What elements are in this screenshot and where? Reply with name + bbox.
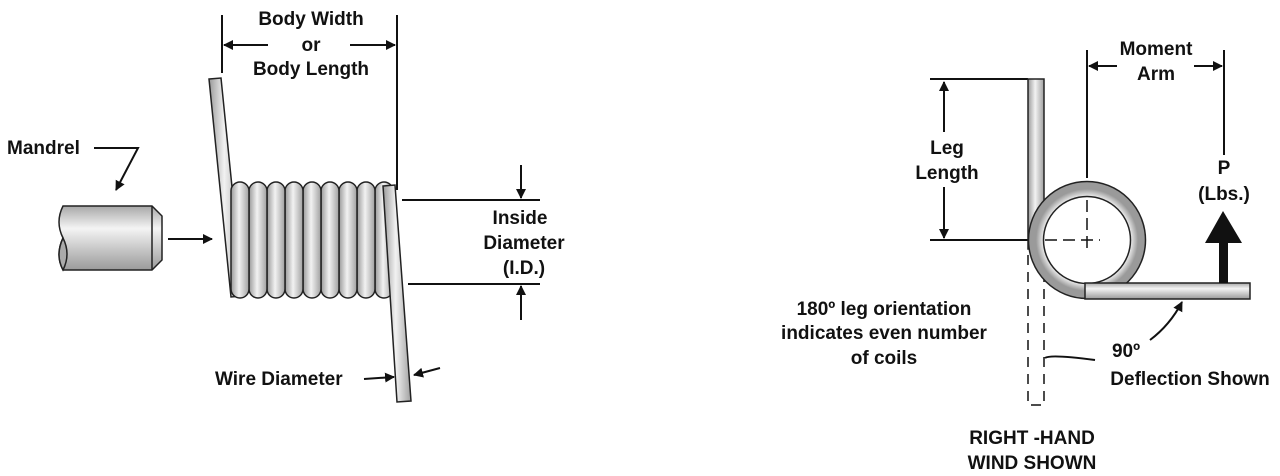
spring-coils: [208, 77, 412, 403]
mandrel-leader: [94, 147, 140, 191]
load-units-label: (Lbs.): [1198, 184, 1250, 205]
deflection-angle-label: 90º: [1112, 341, 1140, 362]
deflected-leg-outline: [1027, 250, 1045, 406]
load-arrow-icon: [1205, 211, 1242, 283]
deflection-shown-label: Deflection Shown: [1110, 369, 1269, 390]
coil-turn: [284, 181, 304, 299]
diameter-label: Diameter: [483, 233, 565, 254]
leg-orientation-line1: 180º leg orientation: [797, 299, 972, 320]
leg-label: Leg: [930, 138, 964, 159]
body-length-label: Body Length: [253, 59, 369, 80]
deflection-leader-right: [1149, 301, 1183, 341]
arm-label: Arm: [1137, 64, 1175, 85]
wind-direction-line1: RIGHT -HAND: [969, 428, 1095, 449]
body-width-or-label: or: [302, 35, 322, 56]
coil-turn: [320, 181, 340, 299]
moment-label: Moment: [1120, 39, 1194, 60]
mandrel-label: Mandrel: [7, 138, 80, 159]
inside-label: Inside: [493, 208, 548, 229]
wire-diameter-arrow-right: [413, 367, 441, 378]
left-spring-diagram: Body Width or Body Length Mandrel Inside…: [7, 9, 565, 403]
coil-turn: [302, 181, 322, 299]
coil-turn: [356, 181, 376, 299]
leg-orientation-line3: of coils: [851, 348, 918, 369]
wire-diameter-arrow-left: [363, 372, 395, 383]
spring-leg-bottom: [382, 184, 412, 403]
coil-turn: [248, 181, 268, 299]
spring-leg-horizontal: [1084, 282, 1251, 300]
leg-orientation-line2: indicates even number: [781, 323, 988, 344]
wind-direction-line2: WIND SHOWN: [968, 453, 1097, 474]
mandrel-icon: [58, 205, 163, 272]
coil-turn: [338, 181, 358, 299]
load-p-label: P: [1218, 158, 1231, 179]
length-label: Length: [915, 163, 978, 184]
deflection-leader-left: [1044, 355, 1096, 361]
id-abbrev-label: (I.D.): [503, 258, 545, 279]
right-spring-diagram: Moment Arm Leg Length P (Lbs.) 180º leg …: [781, 39, 1270, 474]
body-width-label: Body Width: [258, 9, 363, 30]
coil-turn: [230, 181, 250, 299]
coil-turn: [266, 181, 286, 299]
wire-diameter-label: Wire Diameter: [215, 369, 343, 390]
